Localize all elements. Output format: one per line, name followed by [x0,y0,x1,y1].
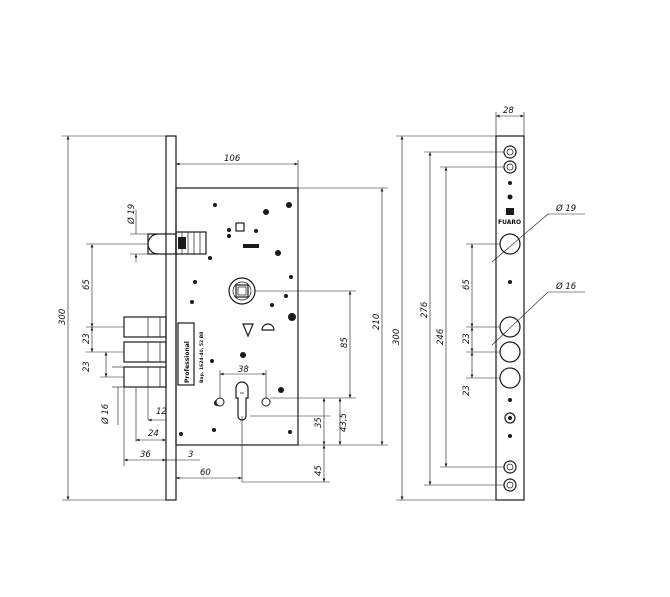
brand-text: Professional [184,341,191,383]
brand-plate: Professional Вар. 1624-40, 52 B8 [177,322,205,386]
arch-right [261,323,275,331]
faceplate-screws-bottom [503,460,517,492]
side-dimensions: 106 Ø 19 300 65 23 23 Ø 16 12 [58,135,388,501]
dim-3: 3 [188,450,193,460]
faceplate-view: FUARO [495,135,525,501]
rivet [508,398,512,402]
faceplate-small-hole [504,412,516,424]
faceplate-latch-hole [499,233,521,255]
faceplate-brand-text: FUARO [498,219,521,226]
brand-mark [506,208,514,215]
dim-dia19: Ø 19 [126,204,137,225]
cyl-hole-right [261,397,271,407]
faceplate-dim-276: 276 [420,301,430,318]
faceplate-dim-300: 300 [392,329,402,345]
dim-65: 65 [82,279,92,290]
faceplate-dimensions: 28 Ø 19 Ø 16 300 276 246 65 23 [392,106,585,501]
dim-300: 300 [58,309,68,325]
deadbolts [123,316,167,388]
dim-24: 24 [148,429,159,439]
faceplate-dim-dia16: Ø 16 [555,281,577,292]
faceplate-bolt-hole-2 [499,341,521,363]
rivet [508,181,512,185]
faceplate [495,135,525,501]
rivet [508,280,512,284]
dim-28: 28 [503,106,514,116]
faceplate-bolt-hole-3 [499,367,521,389]
faceplate-screws-top [503,145,517,174]
dim-60: 60 [200,468,211,478]
dim-38: 38 [238,365,249,375]
faceplate-dim-23b: 23 [462,385,472,396]
faceplate-dim-246: 246 [436,328,446,345]
dim-35: 35 [314,417,324,428]
dim-23b: 23 [82,361,92,372]
slot-detail [243,244,259,248]
lock-case [175,187,299,446]
faceplate-dim-23a: 23 [462,333,472,344]
cyl-hole-left [215,397,225,407]
dim-dia16: Ø 16 [100,403,111,425]
model-code-text: Вар. 1624-40, 52 B8 [199,332,205,383]
spindle [228,277,256,305]
dim-43-5: 43,5 [339,413,349,432]
rivet [508,434,512,438]
dim-106: 106 [224,154,241,164]
rivet [507,194,513,200]
dim-45: 45 [314,465,324,476]
dim-12: 12 [156,407,167,417]
dim-85: 85 [340,337,350,348]
faceplate-dim-65: 65 [462,279,472,290]
faceplate-dim-dia19: Ø 19 [555,203,576,214]
side-view: Professional Вар. 1624-40, 52 B8 [123,135,299,501]
dim-23a: 23 [82,333,92,344]
side-faceplate [165,135,177,501]
slot-detail-2 [235,222,245,232]
dim-210: 210 [372,314,382,330]
latch-bolt [147,231,207,255]
cylinder-cutout [235,381,249,421]
dim-36: 36 [140,450,151,460]
faceplate-bolt-hole-1 [499,316,521,338]
arch-left [242,323,254,338]
